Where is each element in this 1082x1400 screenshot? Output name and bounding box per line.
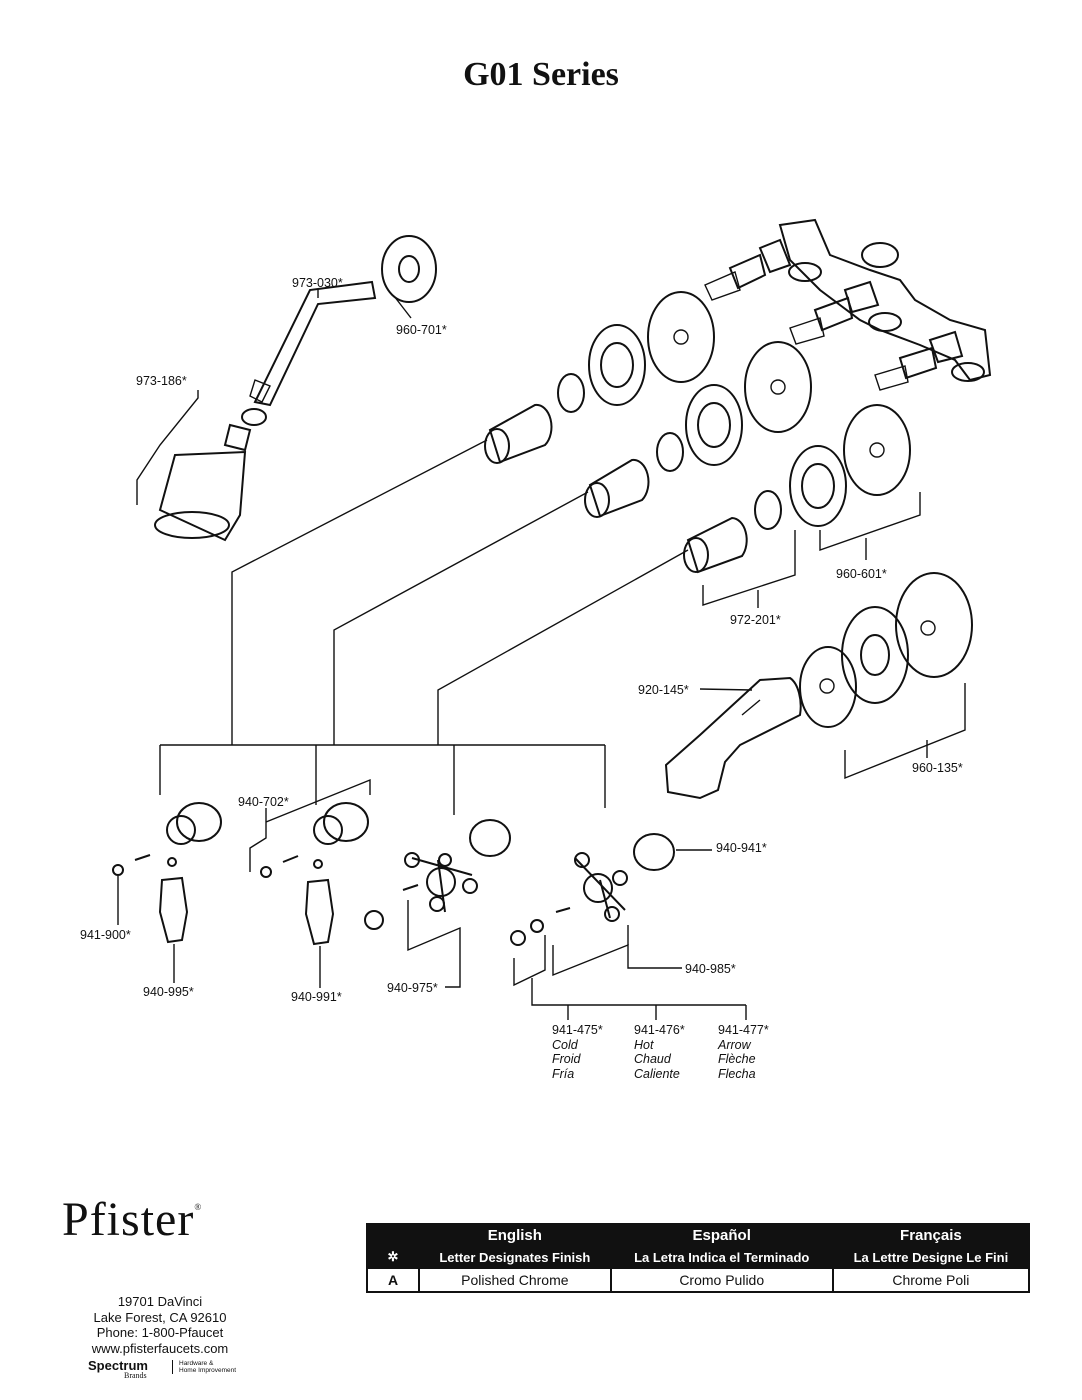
- svg-text:941-477*: 941-477*: [718, 1023, 769, 1037]
- escutcheon-set-1: [484, 291, 715, 464]
- index-941-476: 941-476* Hot Chaud Caliente: [634, 1023, 685, 1081]
- svg-text:Froid: Froid: [552, 1052, 582, 1066]
- valve-body: [704, 218, 992, 391]
- finish-subheader-english: Letter Designates Finish: [418, 1245, 612, 1269]
- finish-symbol-icon: ✲: [366, 1245, 420, 1269]
- svg-text:Flecha: Flecha: [718, 1067, 756, 1081]
- finish-code: A: [366, 1267, 420, 1293]
- page-title: G01 Series: [463, 56, 619, 93]
- svg-text:941-476*: 941-476*: [634, 1023, 685, 1037]
- cross-handle-2: [510, 833, 675, 946]
- index-941-477: 941-477* Arrow Flèche Flecha: [717, 1023, 769, 1081]
- label-972-201: 972-201*: [730, 613, 781, 627]
- finish-header-blank: [366, 1223, 420, 1247]
- finish-header-francais: Français: [831, 1223, 1031, 1247]
- label-973-186: 973-186*: [136, 374, 187, 388]
- label-960-135: 960-135*: [912, 761, 963, 775]
- svg-text:Flèche: Flèche: [718, 1052, 756, 1066]
- finish-francais: Chrome Poli: [831, 1267, 1031, 1293]
- index-941-475: 941-475* Cold Froid Fría: [552, 1023, 603, 1081]
- finish-subheader-espanol: La Letra Indica el Terminado: [609, 1245, 834, 1269]
- label-941-900: 941-900*: [80, 928, 131, 942]
- svg-text:Hot: Hot: [634, 1038, 654, 1052]
- finish-english: Polished Chrome: [418, 1267, 612, 1293]
- pfister-logo: Pfister®: [62, 1193, 203, 1246]
- spectrum-brands-logo: Spectrum Brands: [88, 1358, 148, 1380]
- svg-text:Caliente: Caliente: [634, 1067, 680, 1081]
- company-address: 19701 DaVinci Lake Forest, CA 92610 Phon…: [91, 1294, 229, 1356]
- diverter-plates: [799, 572, 973, 728]
- label-940-985: 940-985*: [685, 962, 736, 976]
- sun-symbols: [673, 329, 936, 694]
- label-973-030: 973-030*: [292, 276, 343, 290]
- finish-subheader-francais: La Lettre Designe Le Fini: [831, 1245, 1031, 1269]
- finish-header-english: English: [418, 1223, 612, 1247]
- cross-handle-1: [364, 819, 511, 930]
- svg-text:Fría: Fría: [552, 1067, 574, 1081]
- svg-text:Arrow: Arrow: [717, 1038, 752, 1052]
- label-940-941: 940-941*: [716, 841, 767, 855]
- svg-text:Cold: Cold: [552, 1038, 579, 1052]
- label-940-995: 940-995*: [143, 985, 194, 999]
- svg-text:Chaud: Chaud: [634, 1052, 672, 1066]
- escutcheon-set-2: [584, 341, 812, 518]
- label-940-702: 940-702*: [238, 795, 289, 809]
- finish-header-espanol: Español: [609, 1223, 834, 1247]
- shower-arm: [249, 280, 377, 407]
- spectrum-tagline: Hardware & Home Improvement: [172, 1360, 236, 1374]
- label-940-975: 940-975*: [387, 981, 438, 995]
- shower-flange: [381, 235, 437, 303]
- table-row: A Polished Chrome Cromo Pulido Chrome Po…: [366, 1267, 1031, 1293]
- handle-lever-1: [112, 802, 222, 944]
- label-940-991: 940-991*: [291, 990, 342, 1004]
- escutcheon-set-3: [683, 404, 911, 574]
- label-920-145: 920-145*: [638, 683, 689, 697]
- finish-table: English Español Français ✲ Letter Design…: [366, 1223, 1031, 1293]
- label-960-701: 960-701*: [396, 323, 447, 337]
- finish-espanol: Cromo Pulido: [609, 1267, 834, 1293]
- svg-text:941-475*: 941-475*: [552, 1023, 603, 1037]
- label-960-601: 960-601*: [836, 567, 887, 581]
- handle-lever-2: [260, 802, 369, 946]
- shower-head: [154, 408, 267, 542]
- leader-lines: [117, 289, 966, 1020]
